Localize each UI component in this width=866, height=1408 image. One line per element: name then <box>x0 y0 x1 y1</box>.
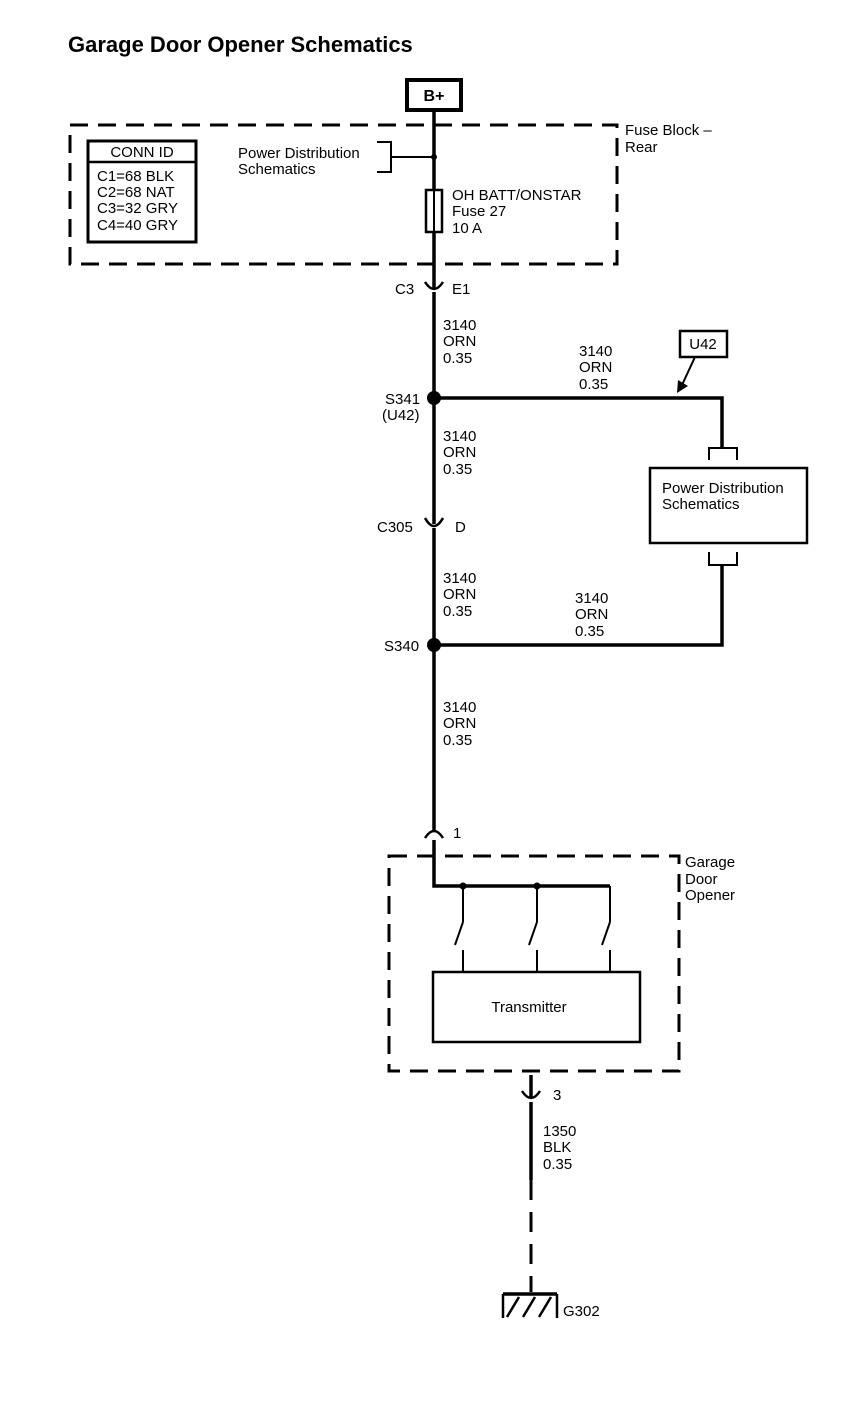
wire-label: ORN <box>575 606 608 623</box>
wire-s341-branch <box>434 396 724 448</box>
fuse-label-2: Fuse 27 <box>452 203 506 220</box>
fuse-block-label-1: Fuse Block – <box>625 122 712 139</box>
wire-label: 3140 <box>443 570 476 587</box>
wire-label: 0.35 <box>579 376 608 393</box>
conn-id-row: C1=68 BLK <box>97 168 174 185</box>
power-dist-box-label-2: Schematics <box>662 496 740 513</box>
wire-label: 0.35 <box>443 350 472 367</box>
wire-label: 3140 <box>443 699 476 716</box>
connector-gdo-1: 1 <box>423 825 461 842</box>
connector-gdo-3: 3 <box>520 1087 561 1104</box>
power-dist-ref-1: Power Distribution <box>238 145 360 162</box>
conn-id-table: CONN ID C1=68 BLK C2=68 NAT C3=32 GRY C4… <box>86 139 198 244</box>
ground-symbol: G302 <box>501 1292 600 1320</box>
power-distribution-box: Power Distribution Schematics <box>648 447 809 566</box>
garage-door-opener-outline <box>387 854 681 1073</box>
wire-label: 0.35 <box>443 461 472 478</box>
connector-c305: C305 D <box>377 517 466 536</box>
conn-id-header: CONN ID <box>110 144 174 161</box>
wire-label: 1350 <box>543 1123 576 1140</box>
wire-label: 3140 <box>579 343 612 360</box>
fuse-label-1: OH BATT/ONSTAR <box>452 187 582 204</box>
gdo-label-1: Garage <box>685 854 735 871</box>
power-dist-ref-2: Schematics <box>238 161 316 178</box>
splice-s340-label: S340 <box>384 638 419 655</box>
power-dist-bracket <box>377 141 434 173</box>
power-dist-box-label-1: Power Distribution <box>662 480 784 497</box>
connector-e1-label: E1 <box>452 281 470 298</box>
battery-terminal: B+ <box>405 78 463 112</box>
conn-id-row: C4=40 GRY <box>97 217 178 234</box>
conn-id-row: C3=32 GRY <box>97 200 178 217</box>
wire-label: ORN <box>443 333 476 350</box>
transmitter-box: Transmitter <box>431 970 642 1044</box>
wire-s340-branch <box>434 565 724 647</box>
option-tag-label: U42 <box>689 336 717 353</box>
fuse-block-label-2: Rear <box>625 139 658 156</box>
connector-c3-label: C3 <box>395 281 414 298</box>
switch-2 <box>528 886 538 972</box>
switch-1 <box>454 886 464 972</box>
connector-1-label: 1 <box>453 825 461 842</box>
connector-d-label: D <box>455 519 466 536</box>
connector-c305-label: C305 <box>377 519 413 536</box>
wire-label: 3140 <box>443 317 476 334</box>
wire-label: ORN <box>443 586 476 603</box>
connector-3-label: 3 <box>553 1087 561 1104</box>
battery-label: B+ <box>424 88 445 105</box>
wire-label: 3140 <box>575 590 608 607</box>
wire-label: ORN <box>443 444 476 461</box>
connector-c3: C3 E1 <box>395 281 470 298</box>
fuse-label-3: 10 A <box>452 220 482 237</box>
wire-label: 0.35 <box>443 732 472 749</box>
ground-label: G302 <box>563 1303 600 1320</box>
fuse-block-outline <box>68 123 619 266</box>
conn-id-row: C2=68 NAT <box>97 184 175 201</box>
splice-s341-option: (U42) <box>382 407 420 424</box>
splice-s341-label: S341 <box>385 391 420 408</box>
wire-label: ORN <box>443 715 476 732</box>
wire-gdo-bus <box>432 840 610 888</box>
wire-label: 0.35 <box>543 1156 572 1173</box>
gdo-label-3: Opener <box>685 887 735 904</box>
gdo-label-2: Door <box>685 871 718 888</box>
page-title: Garage Door Opener Schematics <box>68 32 413 57</box>
wire-label: 0.35 <box>575 623 604 640</box>
transmitter-label: Transmitter <box>491 999 566 1016</box>
wire-label: 0.35 <box>443 603 472 620</box>
wire-label: 3140 <box>443 428 476 445</box>
wire-label: ORN <box>579 359 612 376</box>
wire-label: BLK <box>543 1139 571 1156</box>
switch-3 <box>601 886 611 972</box>
option-tag-u42: U42 <box>677 329 729 393</box>
